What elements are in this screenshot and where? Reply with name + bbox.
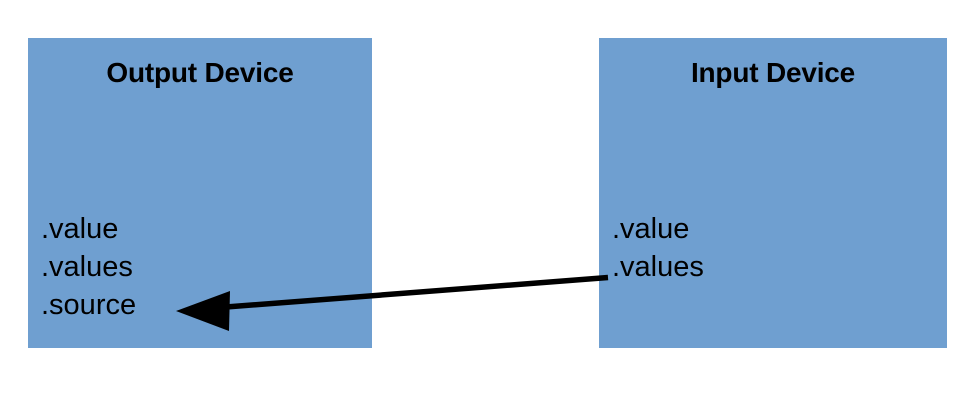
output-device-property-source: .source	[41, 289, 137, 321]
input-device-title: Input Device	[690, 57, 856, 88]
input-device-property-value: .value	[612, 213, 690, 245]
input-device-box[interactable]: Input Device .value .values	[599, 38, 947, 348]
input-device-property-values: .values	[612, 251, 704, 283]
output-device-property-values: .values	[41, 251, 133, 283]
output-device-title: Output Device	[106, 57, 294, 88]
output-device-property-list: .value .values .source	[41, 210, 136, 324]
input-device-property-list: .value .values	[612, 210, 704, 286]
output-device-box[interactable]: Output Device .value .values .source	[28, 38, 372, 348]
output-device-property-value: .value	[41, 213, 119, 245]
